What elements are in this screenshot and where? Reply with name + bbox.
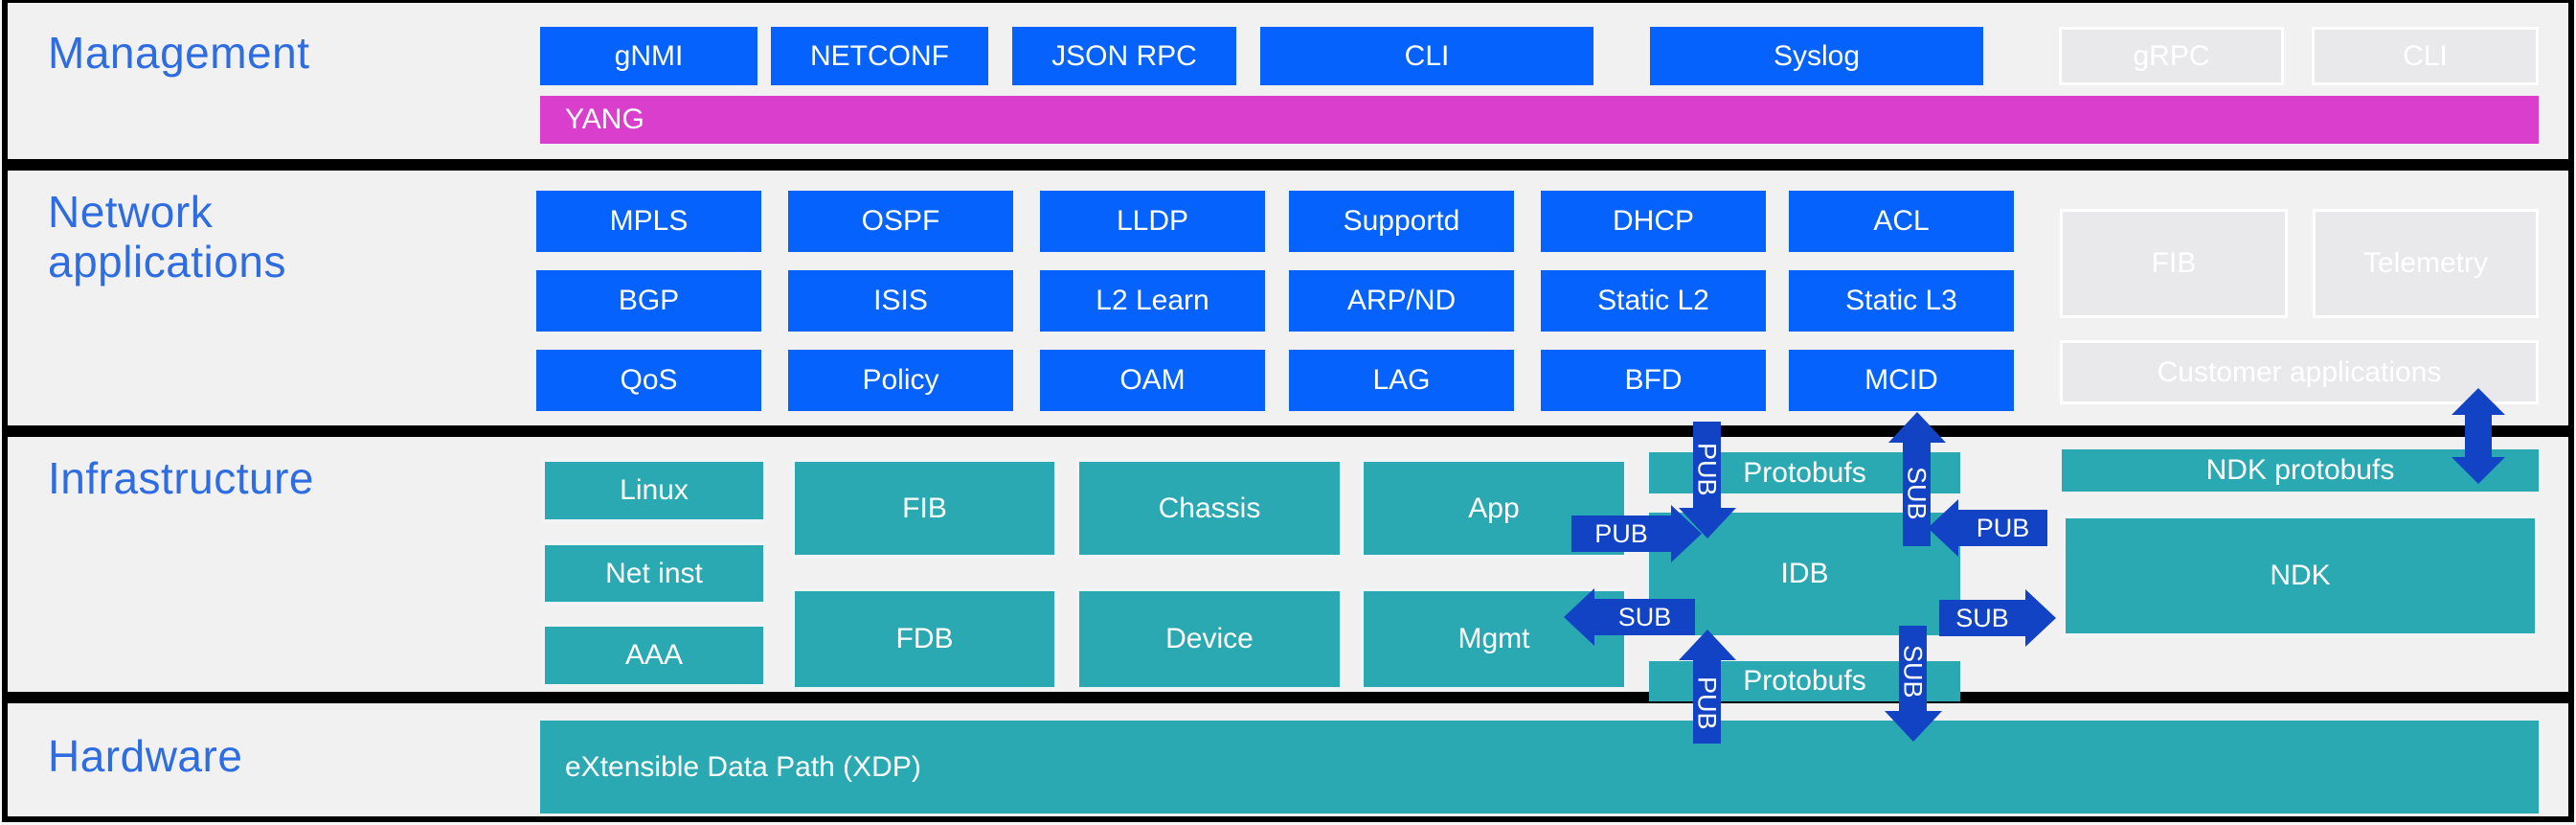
box-supportd: Supportd xyxy=(1289,191,1514,252)
box-lldp: LLDP xyxy=(1040,191,1265,252)
box-cli: CLI xyxy=(1260,27,1593,85)
box-netconf: NETCONF xyxy=(771,27,988,85)
xdp-bar: eXtensible Data Path (XDP) xyxy=(540,721,2539,814)
yang-bar: YANG xyxy=(540,96,2539,144)
box-bfd: BFD xyxy=(1541,350,1766,411)
hw-pub-arrow-shaft xyxy=(1693,660,1721,744)
box-fib: FIB xyxy=(791,458,1058,559)
ndk-pub-arrow: PUB xyxy=(1958,510,2047,546)
apps-sub-arrow-shaft xyxy=(1903,443,1931,546)
box-oam: OAM xyxy=(1040,350,1265,411)
hw-sub-arrow-label: SUB xyxy=(1898,645,1928,699)
box-qos: QoS xyxy=(536,350,761,411)
box-ospf: OSPF xyxy=(788,191,1013,252)
box-json-rpc: JSON RPC xyxy=(1012,27,1236,85)
box-aaa: AAA xyxy=(541,623,767,688)
box-telemetry-future: Telemetry xyxy=(2313,209,2539,318)
ndk-sub-arrow-head xyxy=(2025,589,2056,647)
box-chassis: Chassis xyxy=(1075,458,1344,559)
hw-sub-arrow-shaft xyxy=(1899,626,1927,711)
box-acl: ACL xyxy=(1789,191,2014,252)
mgmt-sub-arrow-head xyxy=(1564,588,1594,646)
box-policy: Policy xyxy=(788,350,1013,411)
app-pub-arrow-head xyxy=(1671,505,1702,562)
box-static-l2: Static L2 xyxy=(1541,270,1766,332)
box-mcid: MCID xyxy=(1789,350,2014,411)
box-arp-nd: ARP/ND xyxy=(1289,270,1514,332)
hw-sub-arrow-head xyxy=(1885,711,1942,742)
box-fib-future: FIB xyxy=(2060,209,2288,318)
network-applications-label: Network applications xyxy=(48,187,286,286)
box-static-l3: Static L3 xyxy=(1789,270,2014,332)
apps-sub-arrow-head xyxy=(1888,412,1946,443)
apps-pub-arrow-label: PUB xyxy=(1692,443,1722,496)
app-pub-arrow: PUB xyxy=(1571,516,1671,552)
box-mpls: MPLS xyxy=(536,191,761,252)
apps-sub-arrow-label: SUB xyxy=(1902,467,1932,520)
infrastructure-label: Infrastructure xyxy=(48,453,314,503)
box-fdb: FDB xyxy=(791,587,1058,691)
box-grpc-future: gRPC xyxy=(2059,27,2284,85)
box-device: Device xyxy=(1075,587,1344,691)
box-linux: Linux xyxy=(541,458,767,523)
mgmt-sub-arrow: SUB xyxy=(1594,599,1695,635)
hw-pub-arrow-head xyxy=(1679,630,1736,660)
hardware-label: Hardware xyxy=(48,731,243,781)
box-l2-learn: L2 Learn xyxy=(1040,270,1265,332)
box-dhcp: DHCP xyxy=(1541,191,1766,252)
ndk-box: NDK xyxy=(2062,515,2539,637)
ndk-sub-arrow: SUB xyxy=(1939,600,2025,636)
customer-ndk-arrow-up-head xyxy=(2452,388,2505,415)
box-syslog: Syslog xyxy=(1650,27,1983,85)
management-label: Management xyxy=(48,28,310,78)
customer-ndk-arrow-shaft xyxy=(2465,413,2492,459)
hw-pub-arrow-label: PUB xyxy=(1692,676,1722,730)
box-lag: LAG xyxy=(1289,350,1514,411)
customer-ndk-arrow-down-head xyxy=(2452,457,2505,484)
apps-pub-arrow-shaft xyxy=(1693,422,1721,508)
box-cli-future: CLI xyxy=(2312,27,2539,85)
box-bgp: BGP xyxy=(536,270,761,332)
ndk-pub-arrow-head xyxy=(1928,499,1958,557)
box-gnmi: gNMI xyxy=(540,27,757,85)
box-net-inst: Net inst xyxy=(541,541,767,606)
box-isis: ISIS xyxy=(788,270,1013,332)
